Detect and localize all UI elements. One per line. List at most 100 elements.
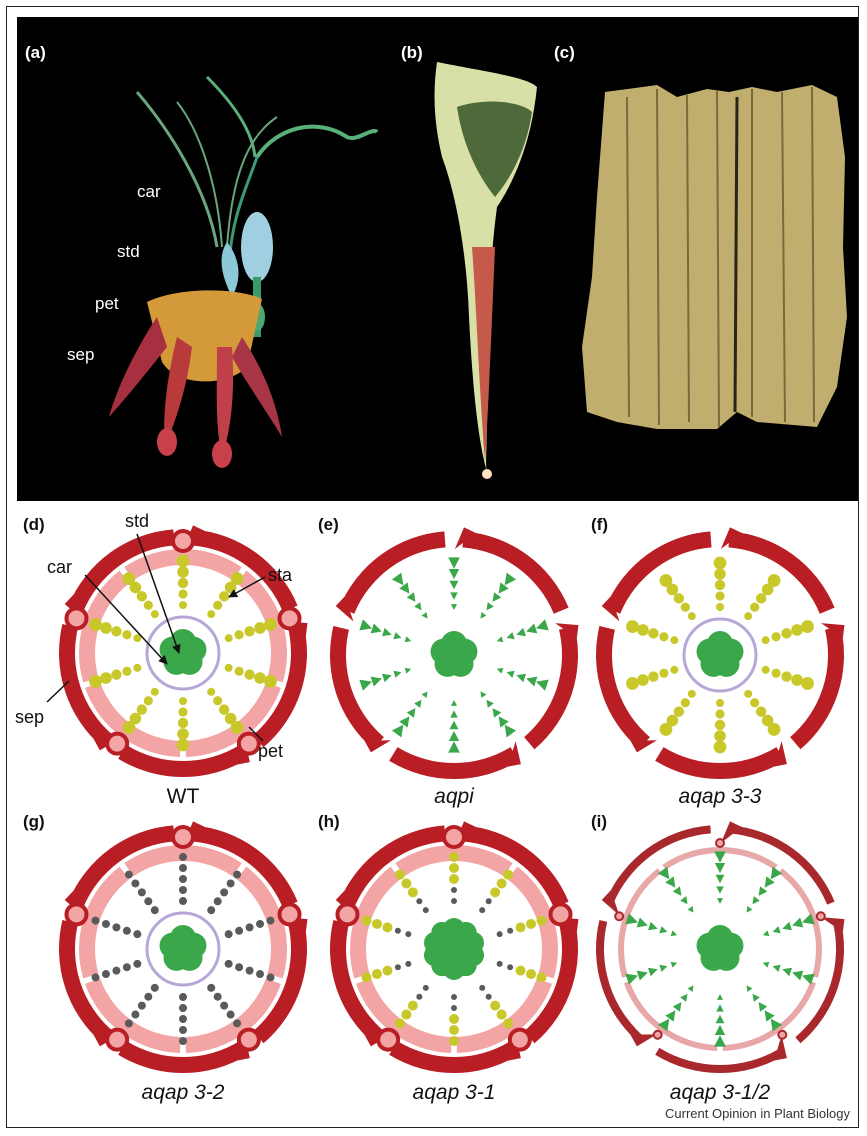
carpel-like-organ — [450, 592, 458, 599]
sepal — [728, 531, 834, 613]
stamen — [497, 878, 507, 888]
sepal — [339, 531, 445, 613]
stamen — [648, 628, 658, 638]
stamen — [125, 871, 133, 879]
stamen — [179, 875, 187, 883]
stamen — [131, 879, 139, 887]
carpel-like-organ — [449, 569, 459, 579]
caption-aqap-3-2: aqap 3-2 — [53, 1081, 313, 1105]
stamen — [772, 669, 781, 678]
petal-spur — [551, 904, 571, 924]
stamen — [479, 985, 485, 991]
sepal — [330, 626, 384, 749]
stamen — [405, 961, 411, 967]
stamen — [179, 853, 187, 861]
caption-aqap-3-3: aqap 3-3 — [590, 785, 850, 809]
stamen — [744, 612, 752, 620]
carpel-like-organ — [771, 867, 782, 880]
stamen — [714, 741, 727, 754]
caption-aqpi: aqpi — [324, 785, 584, 809]
sepal-spur — [630, 740, 657, 752]
stamen — [179, 1004, 187, 1012]
stamen — [179, 864, 187, 872]
carpel-like-organ — [450, 710, 458, 717]
stamen — [497, 961, 503, 967]
carpel-like-organ — [782, 968, 792, 976]
carpel-like-organ — [753, 994, 760, 1002]
stamen — [395, 964, 401, 970]
stamen — [144, 897, 152, 905]
carpel-like-organ — [773, 926, 781, 933]
stamen — [451, 994, 457, 1000]
carpel-like-organ — [516, 674, 526, 682]
stamen — [207, 984, 215, 992]
stamen — [714, 557, 727, 570]
stamen — [451, 887, 457, 893]
stamen — [123, 963, 131, 971]
carpel-like-organ — [746, 985, 752, 992]
flower-photo — [109, 77, 377, 468]
carpel-like-organ — [371, 624, 382, 634]
carpel-like-organ — [665, 1010, 675, 1021]
stamen — [266, 973, 274, 981]
stamen — [449, 852, 459, 862]
stamen — [123, 927, 131, 935]
stamen — [266, 917, 274, 925]
stamen — [416, 994, 422, 1000]
stamen — [674, 706, 684, 716]
staminode-photo — [582, 85, 847, 429]
stamen — [503, 870, 513, 880]
stamen — [246, 923, 254, 931]
stamen — [423, 985, 429, 991]
carpel-like-organ — [451, 700, 457, 706]
figure-frame: car std pet sep (a) (b) (c) (d) (e) (f) … — [6, 6, 859, 1128]
stamen — [179, 1026, 187, 1034]
carpel-like-organ — [792, 918, 803, 928]
stamen — [497, 1010, 507, 1020]
stamen — [102, 970, 110, 978]
stamen — [233, 871, 241, 879]
petal-spur — [716, 839, 724, 847]
stamen — [225, 960, 233, 968]
stamen — [768, 574, 781, 587]
stamen — [179, 897, 187, 905]
carpel-like-organ — [414, 700, 421, 708]
carpel-like-organ — [648, 968, 658, 976]
carpel-center — [712, 647, 728, 663]
carpel-like-organ — [448, 557, 460, 568]
petal-spur — [654, 1031, 662, 1039]
stamen — [92, 917, 100, 925]
stamen — [791, 624, 803, 636]
carpel-like-organ — [680, 896, 687, 904]
stamen — [405, 931, 411, 937]
petal-photo — [435, 62, 537, 479]
carpel-center — [175, 941, 191, 957]
stamen — [486, 898, 492, 904]
sepal — [339, 825, 445, 907]
stamen — [490, 887, 500, 897]
petal-spur — [510, 1030, 530, 1050]
stamen — [781, 628, 791, 638]
stamen — [144, 993, 152, 1001]
carpel-like-organ — [688, 985, 694, 992]
carpel-like-organ — [759, 886, 768, 896]
stamen — [382, 966, 392, 976]
carpel-like-organ — [382, 674, 392, 682]
carpel-like-organ — [716, 875, 725, 884]
carpel-like-organ — [507, 632, 515, 639]
stamen — [233, 1019, 241, 1027]
carpel-like-organ — [516, 628, 526, 636]
stamen — [125, 1019, 133, 1027]
stamen — [715, 709, 724, 718]
stamen — [179, 1015, 187, 1023]
stamen — [626, 620, 639, 633]
carpel-like-organ — [392, 725, 403, 738]
stamen — [670, 636, 678, 644]
carpel-like-organ — [763, 930, 770, 936]
stamen — [479, 907, 485, 913]
stamen — [801, 677, 814, 690]
carpel-like-organ — [658, 867, 669, 880]
stamen — [449, 863, 459, 873]
stamen — [138, 888, 146, 896]
carpel-like-organ — [673, 1002, 682, 1012]
